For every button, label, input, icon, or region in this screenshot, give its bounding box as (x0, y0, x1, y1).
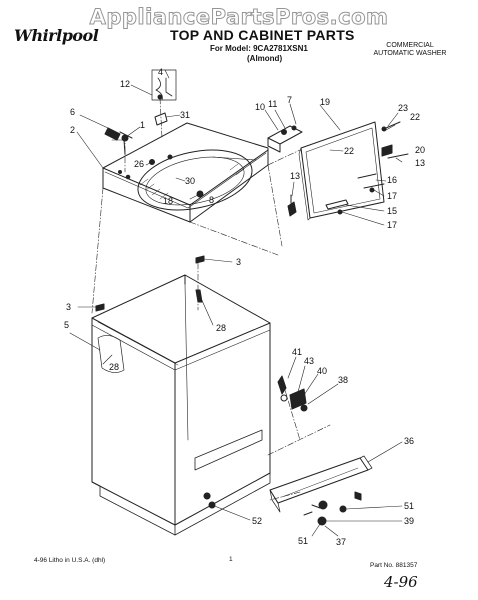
callout-label: 51 (298, 536, 309, 546)
callout-label: 2 (70, 125, 76, 135)
product-line-1: COMMERCIAL (386, 42, 434, 49)
callout-label: 17 (387, 191, 398, 201)
watermark: AppliancePartsPros.com (89, 5, 389, 30)
callout-label: 1 (140, 120, 146, 130)
diagram-title: TOP AND CABINET PARTS (170, 27, 355, 43)
part-number: Part No. 881357 (370, 562, 418, 569)
callout-label: 7 (287, 95, 293, 105)
toe-panel-fasteners (303, 491, 362, 526)
alignment-lines (91, 97, 331, 501)
model-number: For Model: 9CA2781XSN1 (210, 44, 308, 53)
callout-label: 3 (66, 302, 72, 312)
callout-label: 17 (387, 220, 398, 230)
callout-label: 8 (209, 195, 215, 205)
callout-label: 13 (290, 171, 301, 181)
harness-switch (151, 69, 177, 126)
callout-label: 30 (185, 176, 196, 186)
model-variant: (Almond) (247, 54, 283, 63)
callout-label: 16 (387, 175, 398, 185)
callout-label: 36 (404, 436, 415, 446)
callout-label: 3 (236, 257, 242, 267)
callout-label: 40 (317, 366, 328, 376)
callout-label: 18 (163, 196, 174, 206)
brand-logo: Whirlpool (14, 26, 99, 45)
callout-label: 23 (398, 103, 409, 113)
callout-label: 37 (336, 537, 347, 547)
callout-label: 4 (158, 67, 164, 77)
lid-hinge (267, 125, 303, 153)
callout-label: 20 (415, 145, 426, 155)
screws-left (104, 127, 133, 155)
callout-label: 38 (338, 375, 349, 385)
callout-label: 39 (404, 516, 415, 526)
callout-label: 13 (415, 158, 426, 168)
page-number: 1 (229, 556, 233, 563)
washer-lid (298, 121, 385, 221)
callout-label: 28 (109, 362, 120, 372)
callout-label: 15 (387, 206, 398, 216)
leader-lines (69, 69, 403, 537)
callout-label: 19 (320, 97, 331, 107)
callout-label: 43 (304, 356, 315, 366)
product-type: COMMERCIAL AUTOMATIC WASHER (355, 42, 465, 58)
callout-label: 26 (134, 159, 145, 169)
callout-label: 51 (404, 501, 415, 511)
callout-label: 22 (344, 146, 355, 156)
callout-label: 31 (180, 110, 191, 120)
callout-label: 5 (64, 320, 70, 330)
callout-label: 11 (268, 99, 278, 109)
litho-note: 4-96 Litho in U.S.A. (dhl) (34, 557, 106, 564)
callout-label: 52 (252, 516, 263, 526)
callout-label: 10 (255, 102, 266, 112)
callout-label: 28 (216, 323, 227, 333)
callout-label: 22 (410, 112, 421, 122)
access-panel-hardware (277, 375, 308, 412)
cabinet-clips (95, 255, 216, 509)
callout-label: 6 (70, 107, 76, 117)
handwritten-date: 4-96 (384, 573, 418, 591)
lid-hardware (287, 121, 409, 217)
product-line-2: AUTOMATIC WASHER (373, 50, 447, 57)
callout-label: 41 (292, 347, 303, 357)
callout-label: 12 (120, 79, 131, 89)
washer-cabinet (91, 274, 271, 536)
